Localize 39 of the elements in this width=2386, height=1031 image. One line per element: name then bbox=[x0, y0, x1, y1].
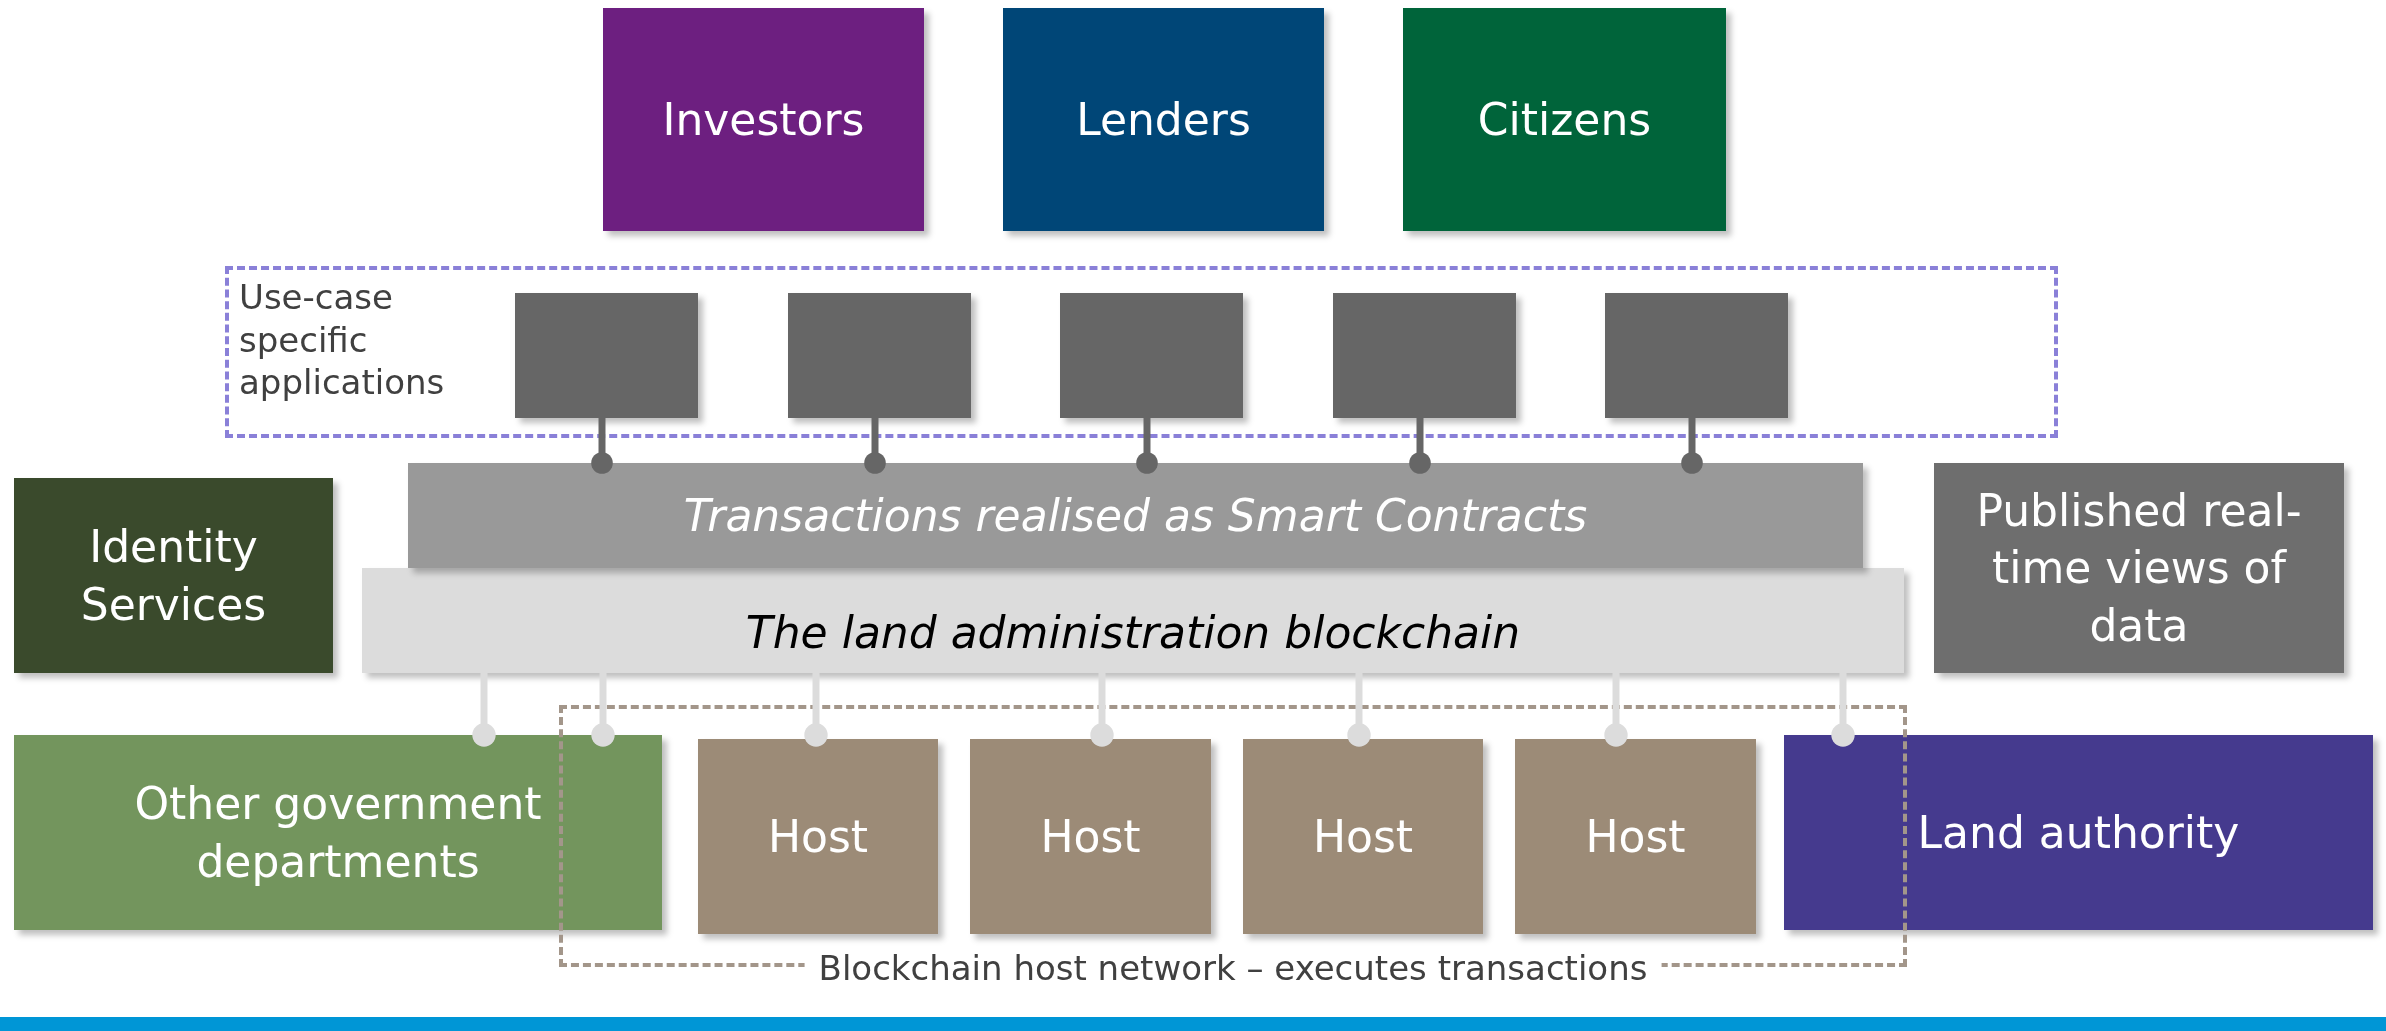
authority-box bbox=[1784, 735, 2373, 930]
audience-box bbox=[1003, 8, 1324, 231]
node-label: Citizens bbox=[1476, 92, 1653, 147]
connector-line bbox=[591, 673, 615, 747]
connector-line bbox=[1090, 673, 1114, 747]
node-label: The land administration blockchain bbox=[744, 605, 1522, 660]
blockchain-layer bbox=[362, 568, 1904, 673]
service-box bbox=[14, 478, 333, 673]
audience-box bbox=[1403, 8, 1726, 231]
node-label: Transactions realised as Smart Contracts bbox=[682, 488, 1589, 543]
application-group bbox=[225, 266, 2058, 438]
node-label: Land authority bbox=[1916, 805, 2241, 860]
node-label: Investors bbox=[661, 92, 866, 147]
connector-line bbox=[472, 673, 496, 747]
node-label: Identity Services bbox=[79, 520, 268, 632]
host-box bbox=[970, 739, 1211, 934]
audience-box bbox=[603, 8, 924, 231]
connector-line bbox=[1604, 673, 1628, 747]
application-box bbox=[1333, 293, 1516, 418]
application-box bbox=[515, 293, 698, 418]
node-label: Published real-time views of data bbox=[1975, 484, 2303, 653]
host-box bbox=[1243, 739, 1483, 934]
department-box bbox=[14, 735, 662, 930]
connector-line bbox=[804, 673, 828, 747]
output-box bbox=[1934, 463, 2344, 673]
application-box bbox=[1060, 293, 1243, 418]
connector-line bbox=[1831, 673, 1855, 747]
node-label: Host bbox=[1039, 809, 1142, 864]
host-box bbox=[1515, 739, 1756, 934]
node-label: Host bbox=[766, 809, 870, 864]
smart-contract-layer bbox=[408, 463, 1863, 568]
node-label: Host bbox=[1584, 809, 1687, 864]
node-label: Other government departments bbox=[133, 777, 543, 889]
node-label: Lenders bbox=[1075, 92, 1252, 147]
application-box bbox=[788, 293, 971, 418]
host-box bbox=[698, 739, 938, 934]
application-box bbox=[1605, 293, 1788, 418]
node-label: Host bbox=[1311, 809, 1415, 864]
connector-line bbox=[1347, 673, 1371, 747]
